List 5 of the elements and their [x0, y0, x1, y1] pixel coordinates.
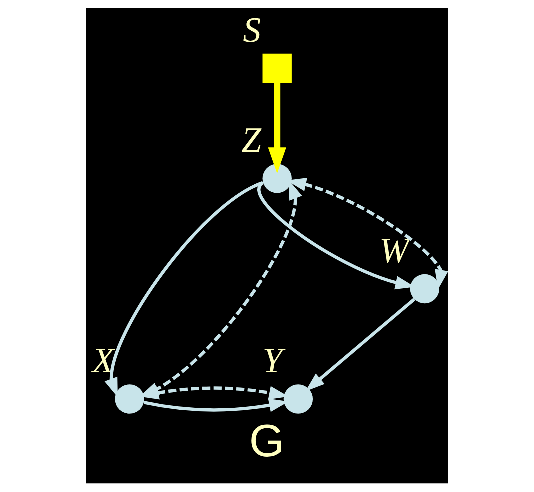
node-label: Z [242, 120, 262, 160]
caption: G [249, 416, 285, 467]
node-label: S [243, 10, 262, 50]
node-label: X [92, 340, 114, 381]
node-label: W [380, 230, 410, 270]
